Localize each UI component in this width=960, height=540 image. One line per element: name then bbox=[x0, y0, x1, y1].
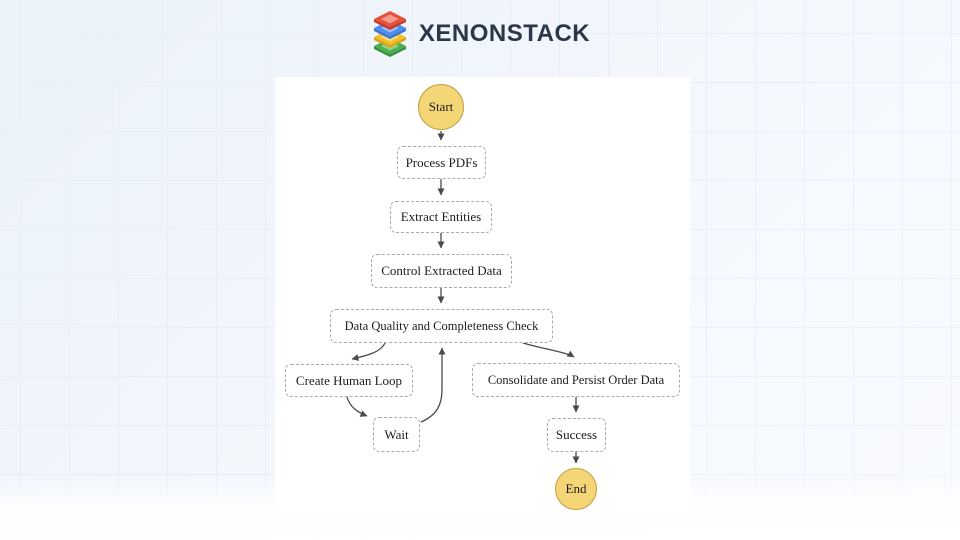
edge-createhumanloop-wait bbox=[346, 396, 368, 417]
node-success: Success bbox=[547, 418, 606, 452]
node-process-pdfs: Process PDFs bbox=[397, 146, 486, 179]
edge-dq-consolidate bbox=[522, 342, 575, 358]
edge-dq-createhumanloop bbox=[351, 342, 386, 361]
node-control-extracted-data: Control Extracted Data bbox=[371, 254, 512, 288]
node-wait: Wait bbox=[373, 417, 420, 452]
stacked-layers-icon bbox=[373, 11, 406, 57]
node-end: End bbox=[555, 468, 597, 510]
node-data-quality-check: Data Quality and Completeness Check bbox=[330, 309, 553, 343]
edge-wait-dq bbox=[420, 347, 446, 423]
flow-arrows bbox=[346, 131, 580, 464]
node-consolidate-persist: Consolidate and Persist Order Data bbox=[472, 363, 680, 397]
logo-wordmark: XENONSTACK bbox=[418, 19, 591, 47]
node-start: Start bbox=[418, 84, 464, 130]
flowchart-panel: Start Process PDFs Extract Entities Cont… bbox=[275, 77, 690, 515]
node-create-human-loop: Create Human Loop bbox=[285, 364, 413, 397]
node-extract-entities: Extract Entities bbox=[390, 201, 492, 233]
xenonstack-logo: XENONSTACK bbox=[0, 10, 960, 57]
